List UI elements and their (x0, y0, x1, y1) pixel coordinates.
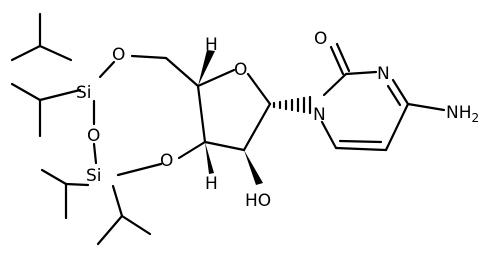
atom-hydrogen-bottom: H (205, 174, 218, 194)
bond-c6-n1 (320, 120, 338, 150)
bond-n3-c4 (391, 78, 410, 106)
atom-oxygen-ring: O (234, 60, 247, 80)
atom-hydrogen-top: H (205, 35, 218, 55)
atom-oxygen-bridge: O (87, 126, 100, 146)
bond-n3-c4-double (386, 84, 402, 107)
bond-c2-o-carbonyl-a (329, 45, 345, 76)
atom-oxygen-top-left: O (112, 45, 125, 65)
bond-c2-o-carbonyl-b (335, 42, 351, 73)
isopropyl-group-upper-left (10, 12, 73, 62)
atom-amino-group: NH2 (446, 103, 479, 125)
bond-c2-c1 (242, 102, 272, 152)
bond-c4-o-ring (196, 68, 236, 88)
atom-nitrogen-n1: N (313, 105, 326, 125)
atom-silicon-lower: Si (86, 166, 102, 186)
bond-c2-n3 (344, 70, 378, 76)
bond-n1-c2 (322, 72, 348, 97)
atom-nitrogen-n3: N (377, 64, 390, 84)
wedge-bond-h-bottom (205, 142, 214, 174)
bond-c4-nh2 (406, 102, 446, 112)
bond-o-ring-c1 (246, 72, 272, 106)
amino-subscript: 2 (472, 111, 480, 125)
wedge-bond-hydroxyl (244, 150, 263, 185)
bond-o-ch2 (130, 54, 168, 60)
wedge-bond-h-top (198, 50, 215, 86)
bond-c4-c5 (384, 102, 410, 152)
isopropyl-group-bottom (96, 184, 152, 246)
bond-c5-c6-double (338, 139, 383, 144)
isopropyl-group-mid-left (10, 82, 82, 138)
atom-silicon-upper: Si (76, 83, 92, 103)
bond-si-o-bridge-lower (92, 142, 98, 165)
atom-oxygen-lower: O (160, 151, 173, 171)
atom-hydroxyl: HO (245, 191, 271, 211)
bond-c3-c2 (203, 140, 246, 152)
bond-c4-c3 (196, 84, 207, 144)
isopropyl-group-lower-left (40, 168, 90, 220)
amino-nitrogen-text: NH (446, 103, 472, 123)
atom-oxygen-carbonyl: O (314, 29, 327, 49)
bond-o-c3 (177, 140, 207, 160)
bond-si-o-lower (116, 162, 163, 177)
bond-ch2-c4 (164, 56, 200, 88)
bond-c5-c6 (334, 146, 388, 152)
bond-si-o-top (98, 60, 116, 79)
hashed-bond-c1-n1 (272, 95, 312, 115)
